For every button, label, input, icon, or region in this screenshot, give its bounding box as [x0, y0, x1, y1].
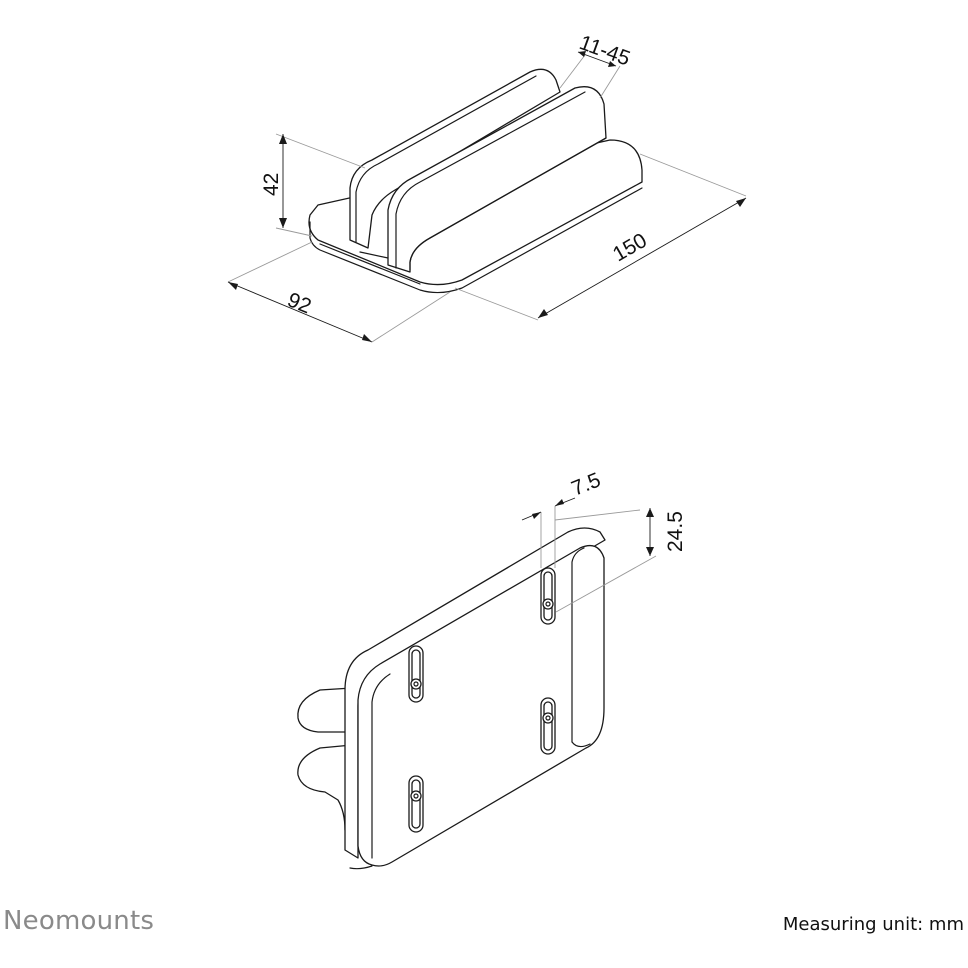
dimension-height: 42: [260, 133, 366, 237]
dim-label-hole-spacing: 24.5: [664, 511, 687, 552]
measuring-unit-note: Measuring unit: mm: [782, 914, 964, 935]
dim-label-length: 150: [609, 229, 651, 266]
dimension-hole-spacing: 24.5: [554, 508, 687, 613]
mounting-slot-bottom-left: [408, 775, 424, 833]
mounting-slot-mid-right: [540, 697, 556, 755]
dim-label-height: 42: [260, 173, 283, 196]
mounting-slot-top-right: [540, 567, 556, 625]
stand-underside-view: [297, 527, 606, 870]
dim-label-slot-width: 11-45: [576, 31, 633, 70]
mounting-slot-top-left: [408, 645, 424, 703]
dimension-slot-width: 11-45: [559, 31, 633, 99]
brand-logo-text: Neomounts: [3, 906, 155, 936]
dim-label-hole-offset: 7.5: [568, 468, 604, 500]
stand-isometric-view: [308, 68, 643, 294]
dim-label-width: 92: [284, 288, 314, 318]
